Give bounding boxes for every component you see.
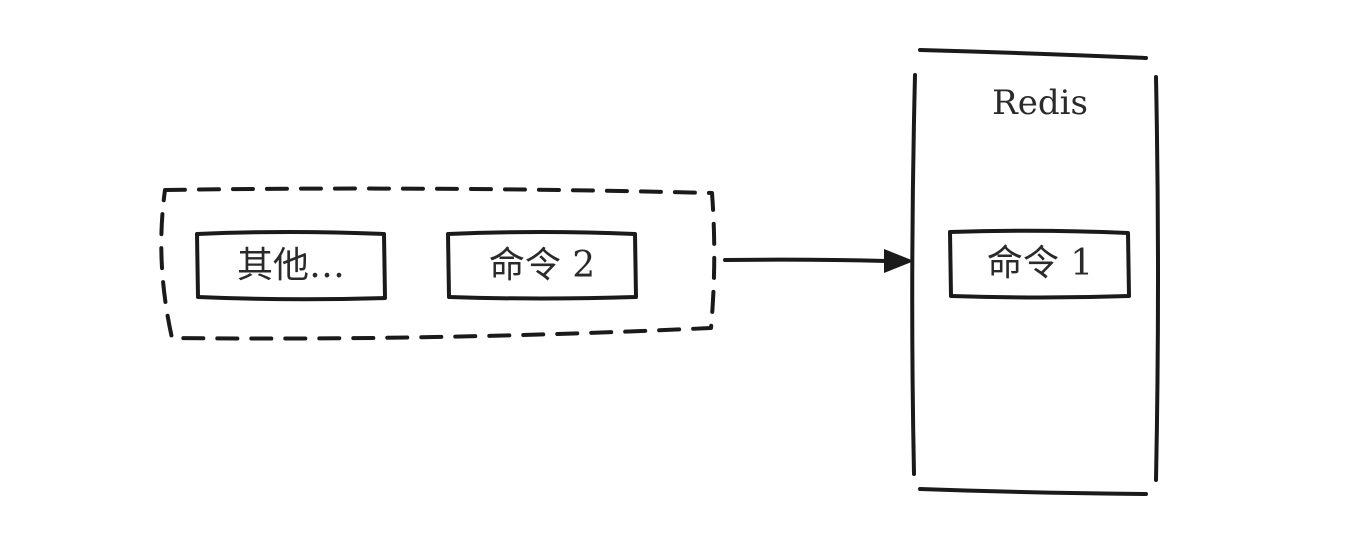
queue-item-command-2-label: 命令 2 (488, 245, 596, 286)
queue-item-box-command-2 (446, 230, 638, 301)
redis-server-left-edge (910, 73, 917, 476)
current-command-label: 命令 1 (986, 243, 1094, 284)
redis-server-right-edge (1154, 75, 1160, 482)
queue-item-box-other (195, 230, 387, 302)
redis-server-bottom-edge (918, 487, 1148, 496)
queue-container (159, 186, 717, 341)
redis-server-top-edge (918, 48, 1148, 60)
queue-to-server-arrow-shaft (723, 257, 888, 263)
queue-to-server-arrowhead (884, 249, 914, 273)
redis-server-title: Redis (992, 83, 1088, 123)
current-command-box (948, 228, 1131, 300)
queue-item-other-label: 其他… (236, 245, 345, 286)
